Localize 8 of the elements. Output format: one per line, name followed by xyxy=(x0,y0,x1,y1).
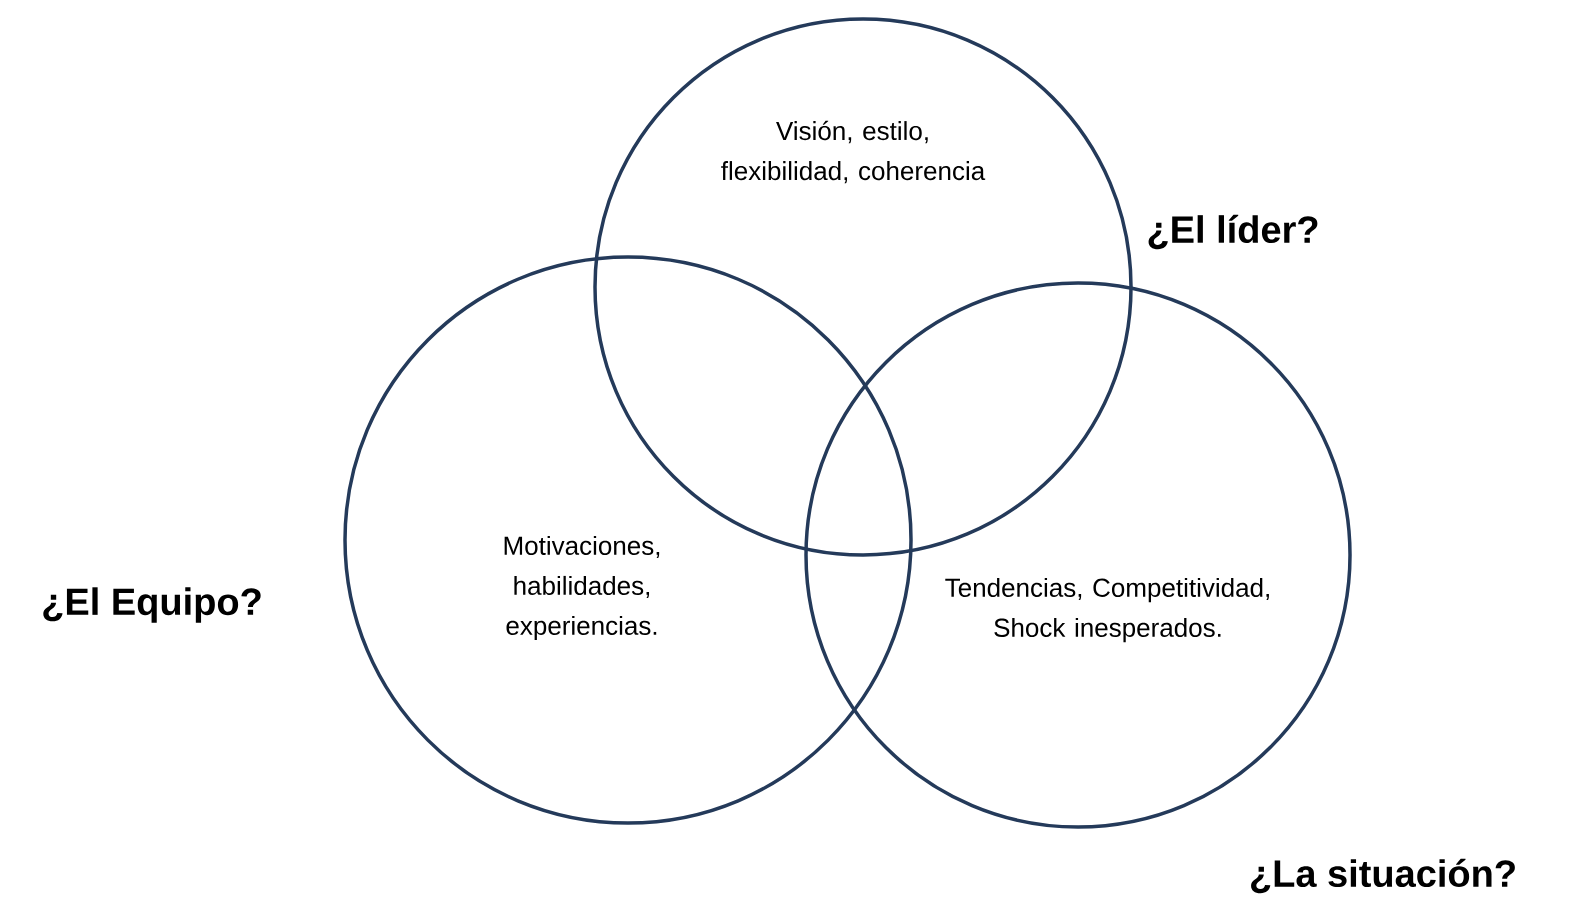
circle-outline xyxy=(804,281,1352,829)
heading: ¿El Equipo? xyxy=(43,587,261,623)
circle-text: Tendencias, Competitividad, Shock inesperados. xyxy=(945,577,1269,643)
heading: ¿La situación? xyxy=(1251,858,1515,894)
circle-text: Motivaciones, habilidades, experiencias. xyxy=(504,535,660,641)
heading: ¿El líder? xyxy=(1148,214,1318,250)
circle-outline xyxy=(343,255,913,825)
circle-text: Visión, estilo, flexibilidad, coherencia xyxy=(721,120,986,184)
